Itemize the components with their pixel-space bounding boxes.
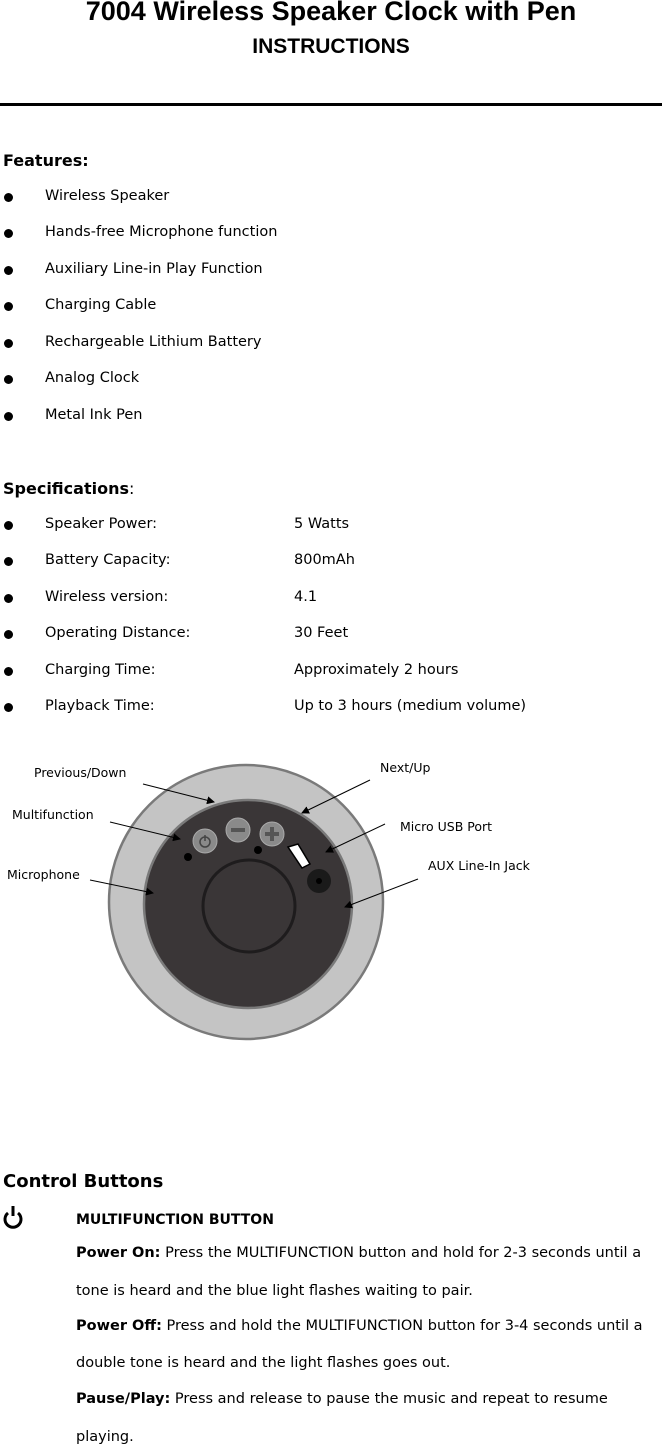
arrow-aux xyxy=(344,878,419,909)
aux-line-in-label: AUX Line-In Jack xyxy=(428,858,530,873)
power-off-instruction: Power Off: Press and hold the MULTIFUNCT… xyxy=(76,1318,643,1334)
pause-play-instruction-cont: playing. xyxy=(76,1429,134,1445)
speaker-diagram xyxy=(89,763,419,1041)
bullet-icon xyxy=(4,302,13,311)
bullet-icon xyxy=(4,557,13,566)
previous-down-label: Previous/Down xyxy=(34,765,127,780)
microphone-hole xyxy=(184,853,192,861)
arrow-microphone xyxy=(89,879,154,896)
bullet-icon xyxy=(4,667,13,676)
bullet-icon xyxy=(4,193,13,202)
control-buttons-heading: Control Buttons xyxy=(3,1171,164,1192)
speaker-center-grille xyxy=(201,858,297,954)
arrow-previous xyxy=(142,783,215,805)
multifunction-button-title: MULTIFUNCTION BUTTON xyxy=(76,1212,274,1228)
pause-play-instruction: Pause/Play: Press and release to pause t… xyxy=(76,1391,608,1407)
power-on-instruction-cont: tone is heard and the blue light flashes… xyxy=(76,1283,473,1299)
bullet-icon xyxy=(4,375,13,384)
bullet-icon xyxy=(4,703,13,712)
arrow-next xyxy=(301,779,371,814)
bullet-icon xyxy=(4,266,13,275)
multifunction-label: Multifunction xyxy=(12,807,94,822)
features-heading: Features: xyxy=(3,151,89,170)
header-divider xyxy=(0,103,662,106)
bullet-icon xyxy=(4,630,13,639)
bullet-icon xyxy=(4,229,13,238)
micro-usb-label: Micro USB Port xyxy=(400,819,493,834)
arrow-multifunction xyxy=(109,821,181,842)
specifications-heading: Specifications: xyxy=(3,479,135,498)
microphone-label: Microphone xyxy=(7,867,80,882)
power-off-instruction-cont: double tone is heard and the light flash… xyxy=(76,1355,451,1371)
minus-icon xyxy=(231,828,245,832)
document-title: 7004 Wireless Speaker Clock with Pen xyxy=(85,0,577,26)
bullet-icon xyxy=(4,521,13,530)
arrow-usb xyxy=(325,823,386,853)
micro-usb-port xyxy=(286,843,312,869)
document-subtitle: INSTRUCTIONS xyxy=(252,35,410,58)
power-icon xyxy=(3,1206,23,1229)
next-up-label: Next/Up xyxy=(380,760,431,775)
power-on-instruction: Power On: Press the MULTIFUNCTION button… xyxy=(76,1245,642,1261)
bullet-icon xyxy=(4,339,13,348)
indicator-hole xyxy=(254,846,262,854)
bullet-icon xyxy=(4,412,13,421)
bullet-icon xyxy=(4,594,13,603)
